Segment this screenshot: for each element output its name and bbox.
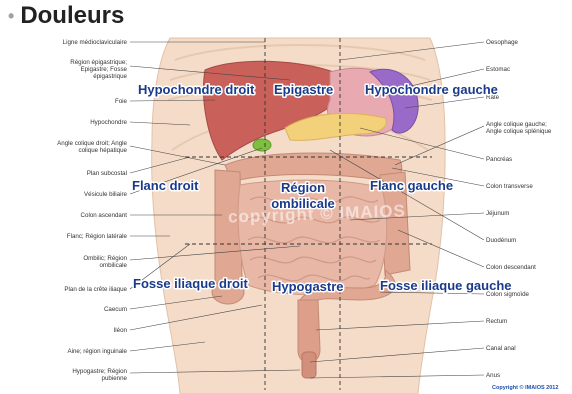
- left-labels: Ligne médioclaviculaire Région épigastri…: [57, 39, 127, 382]
- region-epigastre: Epigastre: [274, 82, 333, 97]
- region-hypochondre-droit: Hypochondre droit: [138, 82, 255, 97]
- label-ileon: Iléon: [114, 327, 128, 334]
- label-vesicule-biliaire: Vésicule biliaire: [84, 191, 128, 198]
- label-caecum: Caecum: [104, 306, 127, 313]
- label-duodenum: Duodénum: [486, 237, 516, 244]
- label-canal-anal: Canal anal: [486, 345, 516, 352]
- label-angle-colique-gauche: Angle colique gauche;Angle colique splén…: [486, 121, 552, 135]
- gallbladder: [253, 139, 271, 151]
- label-jejunum: Jéjunum: [486, 210, 509, 217]
- label-rectum: Rectum: [486, 318, 507, 325]
- anal-canal: [302, 352, 316, 378]
- region-hypochondre-gauche: Hypochondre gauche: [365, 82, 498, 97]
- region-hypogastre: Hypogastre: [272, 279, 344, 294]
- label-estomac: Estomac: [486, 66, 510, 73]
- region-fosse-iliaque-droit: Fosse iliaque droit: [133, 276, 249, 291]
- label-oesophage: Oesophage: [486, 39, 519, 46]
- label-anus: Anus: [486, 372, 500, 379]
- label-flanc: Flanc; Région latérale: [67, 233, 128, 240]
- label-colon-ascendant: Colon ascendant: [81, 212, 128, 219]
- copyright-text: Copyright © IMAIOS 2012: [492, 384, 558, 391]
- label-plan-subcostal: Plan subcostal: [87, 170, 127, 177]
- label-ligne-medioclaviculaire: Ligne médioclaviculaire: [63, 39, 128, 46]
- region-flanc-droit: Flanc droit: [132, 178, 199, 193]
- label-pancreas: Pancréas: [486, 156, 512, 163]
- label-aine: Aine; région inguinale: [67, 348, 127, 355]
- label-hypochondre: Hypochondre: [90, 119, 127, 126]
- label-colon-descendant: Colon descendant: [486, 264, 536, 271]
- region-fosse-iliaque-gauche: Fosse iliaque gauche: [380, 278, 512, 293]
- label-plan-crete-iliaque: Plan de la crête iliaque: [64, 286, 127, 293]
- region-flanc-gauche: Flanc gauche: [370, 178, 453, 193]
- label-foie: Foie: [115, 98, 128, 105]
- label-colon-transverse: Colon transverse: [486, 183, 533, 190]
